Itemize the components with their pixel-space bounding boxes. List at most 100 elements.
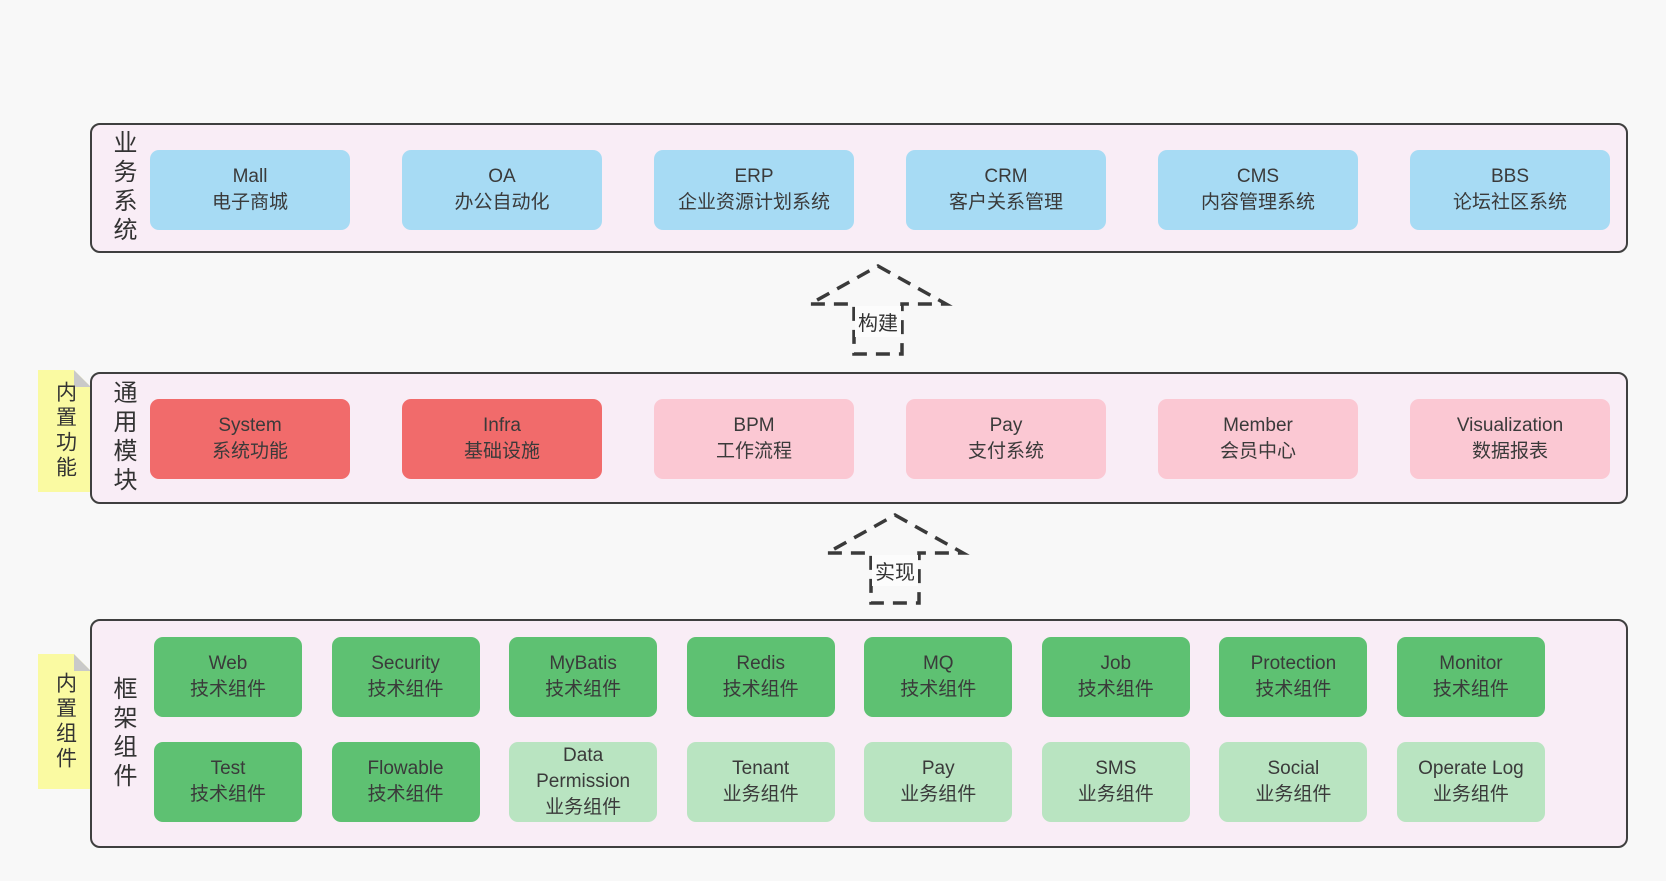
box-subtitle: 数据报表 (1471, 441, 1548, 462)
arrow-label: 构建 (855, 306, 901, 337)
box-cms: CMS 内容管理系统 (1158, 150, 1358, 230)
box-job: Job 技术组件 (1041, 637, 1190, 717)
box-subtitle: 办公自动化 (454, 192, 550, 213)
box-mq: MQ 技术组件 (864, 637, 1013, 717)
box-subtitle: 技术组件 (1255, 679, 1332, 700)
box-web: Web 技术组件 (154, 637, 302, 717)
arrow-label: 实现 (872, 555, 918, 586)
box-member: Member 会员中心 (1158, 399, 1358, 479)
box-subtitle: 电子商城 (211, 192, 288, 213)
box-subtitle: 技术组件 (367, 679, 444, 700)
box-subtitle: 业务组件 (900, 784, 977, 805)
box-title: Redis (736, 653, 785, 674)
sticky-note-label: 内置组件 (53, 671, 77, 772)
box-crm: CRM 客户关系管理 (906, 150, 1106, 230)
box-title: Mall (232, 166, 268, 187)
box-row: Web 技术组件 Security 技术组件 MyBatis 技术组件 Redi… (154, 637, 1545, 717)
box-flowable: Flowable 技术组件 (331, 742, 480, 822)
box-subtitle: 工作流程 (715, 441, 792, 462)
box-row: System 系统功能 Infra 基础设施 BPM 工作流程 Pay 支付系统… (150, 399, 1610, 479)
box-title: Security (371, 653, 440, 674)
box-row: Mall 电子商城 OA 办公自动化 ERP 企业资源计划系统 CRM 客户关系… (150, 150, 1610, 230)
box-bbs: BBS 论坛社区系统 (1410, 150, 1610, 230)
box-title: Flowable (367, 758, 444, 779)
box-oa: OA 办公自动化 (402, 150, 602, 230)
box-subtitle: 论坛社区系统 (1452, 192, 1567, 213)
box-title: Monitor (1439, 653, 1503, 674)
box-title: Job (1100, 653, 1132, 674)
band-business-systems: 业务系统 Mall 电子商城 OA 办公自动化 ERP 企业资源计划系统 CRM… (90, 123, 1628, 253)
box-subtitle: 技术组件 (1077, 679, 1154, 700)
box-erp: ERP 企业资源计划系统 (654, 150, 854, 230)
box-tenant: Tenant 业务组件 (686, 742, 835, 822)
implement-arrow-up-icon: 实现 (817, 509, 973, 609)
box-subtitle: 业务组件 (1432, 784, 1509, 805)
box-title: SMS (1095, 758, 1137, 779)
box-protection: Protection 技术组件 (1219, 637, 1368, 717)
box-redis: Redis 技术组件 (686, 637, 835, 717)
box-subtitle: 业务组件 (722, 784, 799, 805)
box-title: Member (1223, 415, 1293, 436)
box-mall: Mall 电子商城 (150, 150, 350, 230)
box-sms: SMS 业务组件 (1041, 742, 1190, 822)
box-title: MQ (922, 653, 954, 674)
box-subtitle: 企业资源计划系统 (677, 192, 830, 213)
box-bpm: BPM 工作流程 (654, 399, 854, 479)
box-subtitle: 业务组件 (545, 797, 622, 818)
box-security: Security 技术组件 (331, 637, 480, 717)
box-subtitle: 基础设施 (463, 441, 540, 462)
box-data-permission: Data Permission 业务组件 (509, 742, 658, 822)
box-social: Social 业务组件 (1219, 742, 1368, 822)
box-subtitle: 技术组件 (189, 784, 266, 805)
build-arrow-up-icon: 构建 (800, 260, 956, 360)
box-title: BBS (1490, 166, 1530, 187)
box-monitor: Monitor 技术组件 (1396, 637, 1545, 717)
box-pay-module: Pay 支付系统 (906, 399, 1106, 479)
box-visualization: Visualization 数据报表 (1410, 399, 1610, 479)
box-subtitle: 技术组件 (367, 784, 444, 805)
box-subtitle: 技术组件 (900, 679, 977, 700)
box-title: Pay (989, 415, 1023, 436)
box-title: BPM (733, 415, 775, 436)
box-subtitle: 业务组件 (1255, 784, 1332, 805)
box-title: Protection (1250, 653, 1337, 674)
box-subtitle: 客户关系管理 (948, 192, 1063, 213)
box-infra: Infra 基础设施 (402, 399, 602, 479)
box-title: Pay (921, 758, 955, 779)
box-subtitle: 技术组件 (722, 679, 799, 700)
box-title: Social (1267, 758, 1320, 779)
sticky-note-built-in-components: 内置组件 (38, 654, 91, 789)
box-subtitle: 内容管理系统 (1200, 192, 1315, 213)
box-title: Visualization (1456, 415, 1564, 436)
box-title: System (218, 415, 282, 436)
box-title: Test (210, 758, 246, 779)
box-subtitle: 支付系统 (967, 441, 1044, 462)
sticky-note-built-in-features: 内置功能 (38, 370, 91, 492)
band-title: 通用模块 (109, 380, 136, 496)
box-subtitle: 技术组件 (189, 679, 266, 700)
box-title: Data Permission (536, 745, 631, 792)
band-framework-components: 框架组件 Web 技术组件 Security 技术组件 MyBatis 技术组件… (90, 619, 1628, 848)
band-title: 框架组件 (109, 675, 136, 792)
box-pay-component: Pay 业务组件 (864, 742, 1013, 822)
box-test: Test 技术组件 (154, 742, 302, 822)
box-title: Infra (482, 415, 522, 436)
box-mybatis: MyBatis 技术组件 (509, 637, 658, 717)
box-title: Tenant (732, 758, 790, 779)
box-title: CMS (1236, 166, 1280, 187)
box-subtitle: 会员中心 (1219, 441, 1296, 462)
note-fold-corner-icon (74, 654, 91, 671)
box-operate-log: Operate Log 业务组件 (1396, 742, 1545, 822)
box-subtitle: 技术组件 (1432, 679, 1509, 700)
box-title: ERP (734, 166, 774, 187)
box-title: OA (488, 166, 516, 187)
box-title: Web (208, 653, 248, 674)
box-subtitle: 系统功能 (211, 441, 288, 462)
sticky-note-label: 内置功能 (53, 381, 77, 481)
box-row: Test 技术组件 Flowable 技术组件 Data Permission … (154, 742, 1545, 822)
box-title: CRM (984, 166, 1028, 187)
box-subtitle: 技术组件 (545, 679, 622, 700)
box-system: System 系统功能 (150, 399, 350, 479)
band-common-modules: 通用模块 System 系统功能 Infra 基础设施 BPM 工作流程 Pay… (90, 372, 1628, 504)
box-subtitle: 业务组件 (1077, 784, 1154, 805)
